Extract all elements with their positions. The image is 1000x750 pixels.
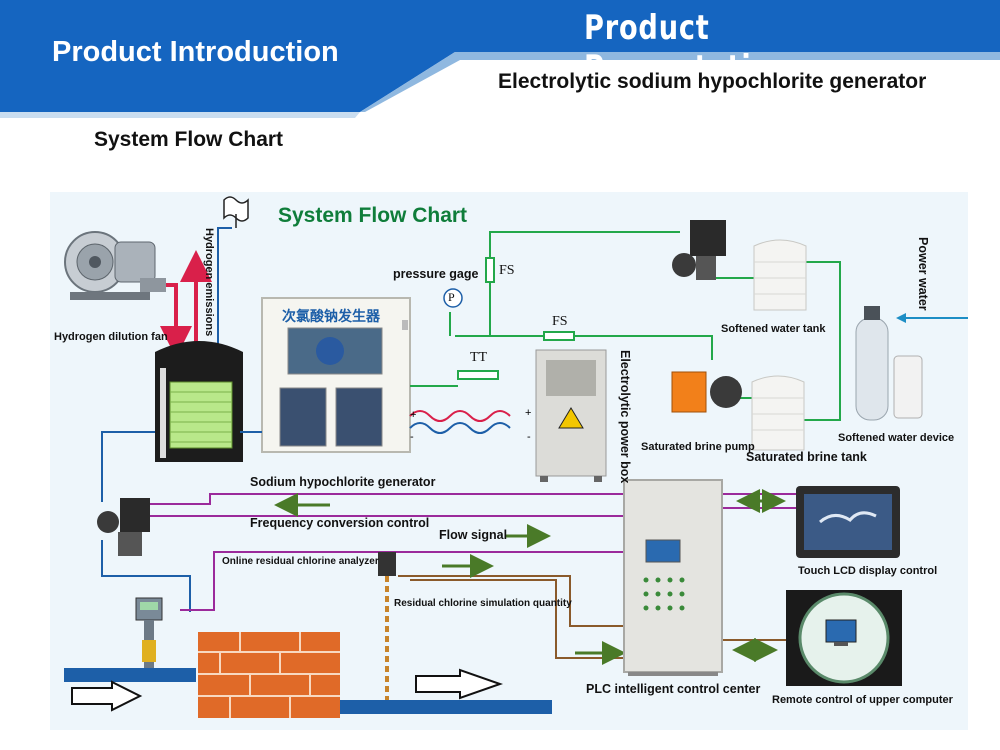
label-fs-mid: FS bbox=[552, 314, 568, 329]
positive-wire bbox=[409, 410, 511, 422]
label-sodium-hypochlorite-generator: Sodium hypochlorite generator bbox=[250, 475, 436, 489]
negative-wire bbox=[409, 422, 511, 434]
svg-text:+: + bbox=[525, 407, 531, 419]
label-fs-top: FS bbox=[499, 263, 515, 278]
water-pipes bbox=[410, 231, 841, 421]
flow-meter bbox=[135, 597, 163, 668]
product-pipes bbox=[101, 431, 262, 612]
outflow-arrow-icon bbox=[415, 668, 504, 700]
label-pressure-gage: pressure gage bbox=[393, 267, 479, 281]
temperature-transmitter bbox=[457, 370, 499, 380]
softened-water-tank bbox=[753, 239, 807, 311]
label-flow-signal: Flow signal bbox=[439, 528, 508, 542]
dilution-air-arrow bbox=[160, 283, 192, 358]
label-softened-water-tank: Softened water tank bbox=[721, 323, 826, 335]
vent-flag-icon bbox=[223, 196, 249, 222]
label-remote-control-upper-computer: Remote control of upper computer bbox=[772, 694, 953, 706]
hydrogen-dilution-fan bbox=[64, 231, 166, 300]
svg-text:-: - bbox=[527, 431, 531, 443]
generator-sign: 次氯酸钠发生器 bbox=[282, 308, 380, 324]
touch-lcd-display bbox=[796, 486, 900, 558]
flow-switch-mid bbox=[543, 331, 575, 341]
label-touch-lcd-display-control: Touch LCD display control bbox=[798, 565, 938, 577]
remote-upper-computer bbox=[786, 590, 902, 686]
signal-arrows bbox=[274, 489, 786, 665]
saturated-brine-tank bbox=[751, 375, 805, 451]
residual-chlorine-analyzer bbox=[378, 552, 396, 700]
dosing-pump bbox=[97, 498, 150, 556]
label-pressure-symbol: P bbox=[448, 290, 455, 304]
label-hydrogen-emissions: Hydrogen emissions bbox=[203, 228, 215, 337]
label-electrolytic-power-box: Electrolytic power box bbox=[618, 350, 632, 484]
label-tt: TT bbox=[470, 350, 488, 365]
label-saturated-brine-pump: Saturated brine pump bbox=[641, 441, 755, 453]
brine-pump bbox=[671, 371, 742, 413]
label-frequency-conversion-control: Frequency conversion control bbox=[250, 516, 430, 530]
label-saturated-brine-tank: Saturated brine tank bbox=[746, 450, 867, 464]
label-online-residual-chlorine-analyzer: Online residual chlorine analyzer bbox=[222, 556, 379, 567]
outlet-water-pipe bbox=[340, 700, 552, 714]
presentation-title: Product Presentation bbox=[584, 8, 792, 88]
softened-water-pump bbox=[672, 220, 726, 280]
plc-control-cabinet bbox=[623, 479, 723, 676]
section-heading: System Flow Chart bbox=[94, 128, 284, 151]
inflow-arrow-icon bbox=[71, 680, 143, 712]
water-pool-bricks bbox=[198, 632, 340, 718]
label-hydrogen-dilution-fan: Hydrogen dilution fan bbox=[54, 331, 168, 343]
label-residual-chlorine-simulation: Residual chlorine simulation quantity bbox=[394, 598, 572, 609]
inlet-water-pipe bbox=[64, 668, 196, 682]
svg-text:-: - bbox=[410, 431, 414, 443]
flow-switch-top bbox=[485, 257, 495, 283]
generator-cabinet bbox=[261, 297, 411, 453]
hydrogen-vent-pipe bbox=[217, 227, 232, 358]
label-power-water: Power water bbox=[916, 237, 930, 311]
svg-text:+: + bbox=[410, 409, 416, 421]
page-title: Product Introduction bbox=[52, 36, 339, 68]
header-banner bbox=[0, 0, 1000, 118]
label-plc-intelligent-control-center: PLC intelligent control center bbox=[586, 682, 761, 696]
product-subtitle: Electrolytic sodium hypochlorite generat… bbox=[498, 70, 927, 93]
sodium-hypochlorite-storage-tank bbox=[155, 341, 243, 462]
electrolytic-power-box bbox=[535, 349, 607, 482]
softened-water-device bbox=[855, 306, 923, 421]
diagram-title: System Flow Chart bbox=[278, 204, 468, 227]
label-softened-water-device: Softened water device bbox=[838, 432, 955, 444]
pressure-gage-icon bbox=[443, 288, 463, 308]
